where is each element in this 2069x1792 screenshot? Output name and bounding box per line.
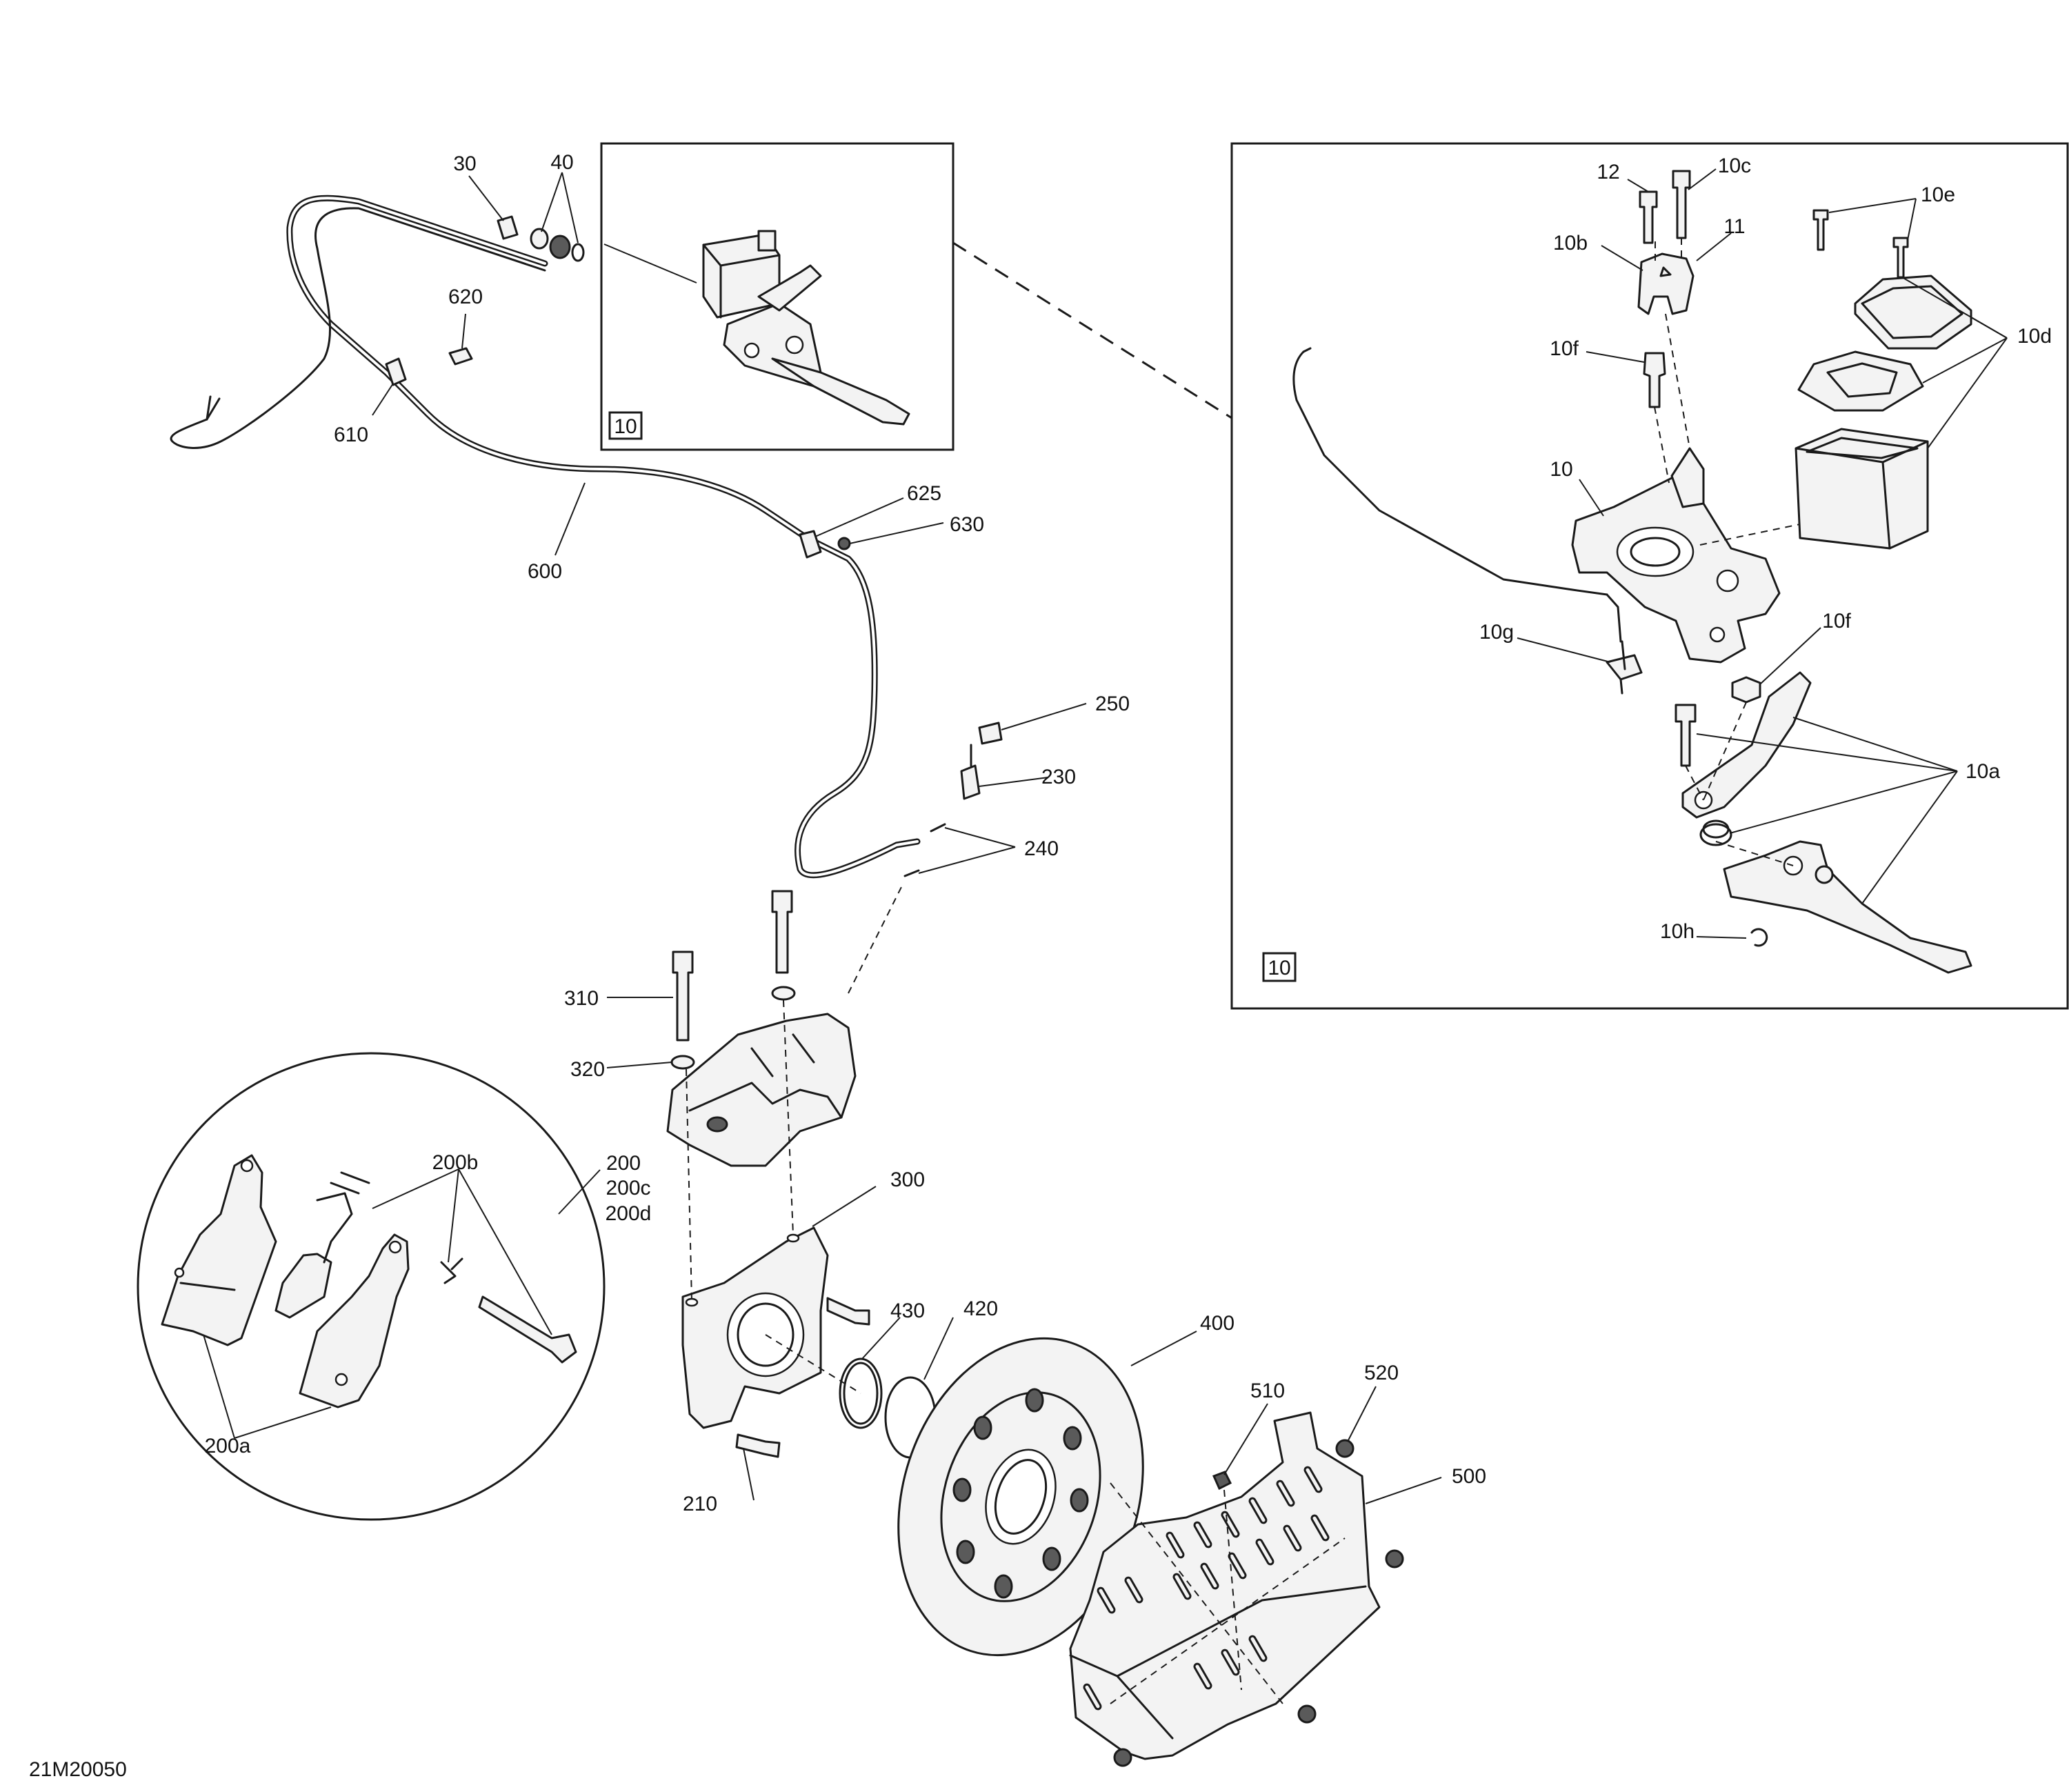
inset-left-label-box: [608, 411, 643, 440]
callout-12: 12: [1597, 161, 1619, 183]
callout-625: 625: [907, 482, 941, 505]
callout-11: 11: [1723, 215, 1745, 238]
inset-left-frame: [600, 142, 954, 451]
callout-10a: 10a: [1966, 760, 2000, 783]
callout-10f-top: 10f: [1550, 337, 1579, 360]
callout-510: 510: [1250, 1380, 1285, 1402]
callout-600: 600: [528, 560, 562, 583]
callout-10: 10: [1550, 458, 1572, 481]
callout-500: 500: [1452, 1465, 1486, 1488]
callout-320: 320: [570, 1058, 605, 1081]
callout-10d: 10d: [2017, 325, 2052, 348]
callout-30: 30: [453, 152, 476, 175]
brake-rotor: [897, 1337, 1144, 1657]
callout-10b: 10b: [1553, 232, 1588, 255]
callout-10h: 10h: [1660, 920, 1695, 943]
leader-lines: [203, 168, 2008, 1504]
inset-right-label: 10: [1268, 957, 1290, 979]
callout-230: 230: [1041, 766, 1076, 788]
callout-200: 200: [606, 1152, 641, 1175]
callout-200b: 200b: [432, 1151, 479, 1174]
callout-10f-low: 10f: [1822, 610, 1851, 633]
callout-250: 250: [1095, 693, 1130, 715]
callout-620: 620: [448, 286, 483, 308]
callout-430: 430: [890, 1300, 925, 1322]
callout-520: 520: [1364, 1362, 1399, 1384]
callout-40: 40: [550, 151, 573, 174]
callout-210: 210: [683, 1493, 717, 1515]
callout-420: 420: [963, 1297, 998, 1320]
callout-10e: 10e: [1921, 183, 1955, 206]
inset-connector-line: [952, 241, 1232, 419]
callout-610: 610: [334, 424, 368, 446]
callout-200d: 200d: [606, 1202, 652, 1225]
callout-200c: 200c: [606, 1177, 650, 1199]
skid-guard: [1069, 1411, 1404, 1767]
master-cylinder-overview: [603, 230, 910, 426]
callout-300: 300: [890, 1168, 925, 1191]
inset-right-frame: [1230, 142, 2069, 1010]
callout-10c: 10c: [1718, 155, 1751, 177]
inset-right-label-box: [1262, 952, 1297, 982]
callout-labels: 30 40 620 610 600 625 630 250 230 240 31…: [205, 151, 2052, 1515]
brake-pad-detail: [137, 1052, 606, 1521]
callout-200a: 200a: [205, 1435, 251, 1457]
inset-left-label: 10: [614, 415, 637, 438]
callout-630: 630: [950, 513, 984, 536]
callout-400: 400: [1200, 1312, 1235, 1335]
master-cylinder-exploded: [1292, 170, 1972, 974]
diagram-code: 21M20050: [29, 1758, 127, 1781]
callout-240: 240: [1024, 837, 1059, 860]
caliper-assembly: [666, 882, 937, 1459]
brake-line: [170, 195, 1003, 879]
callout-10g: 10g: [1479, 621, 1514, 644]
callout-310: 310: [564, 987, 599, 1010]
